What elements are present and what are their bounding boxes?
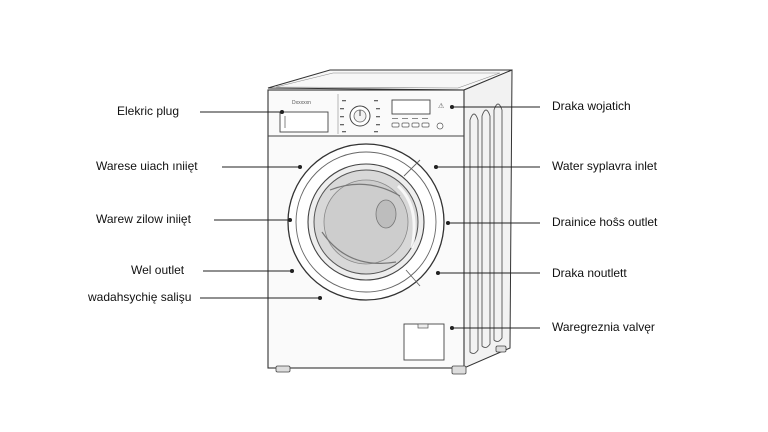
- control-buttons: [391, 122, 444, 130]
- door: [287, 143, 445, 301]
- svg-text:⚠: ⚠: [438, 102, 445, 110]
- label-right-1: Draka wojatich: [552, 99, 631, 113]
- detergent-drawer: [279, 111, 329, 133]
- program-knob: [340, 100, 380, 133]
- label-right-5: Waregreznia valvęr: [552, 320, 655, 334]
- filter-hatch: [403, 323, 445, 361]
- label-left-3: Warew zilow iniięt: [96, 212, 191, 226]
- machine-feet: [275, 345, 507, 375]
- label-right-2: Water syplavra inlet: [552, 159, 657, 173]
- leader-lines: [200, 104, 540, 331]
- label-right-4: Draka noutlett: [552, 266, 627, 280]
- display-screen: [391, 99, 431, 115]
- brand-text: Dxxxxxn: [292, 100, 311, 106]
- label-right-3: Drainice hoŝs outlet: [552, 215, 658, 229]
- label-left-4: Wel outlet: [131, 263, 185, 277]
- machine-side-panel: [463, 69, 513, 369]
- label-left-2: Warese uiach ıniięt: [96, 159, 198, 173]
- side-ribs: [469, 103, 503, 355]
- label-left-1: Elekric plug: [117, 104, 180, 118]
- label-left-5: wadahsychię salişu: [88, 290, 192, 304]
